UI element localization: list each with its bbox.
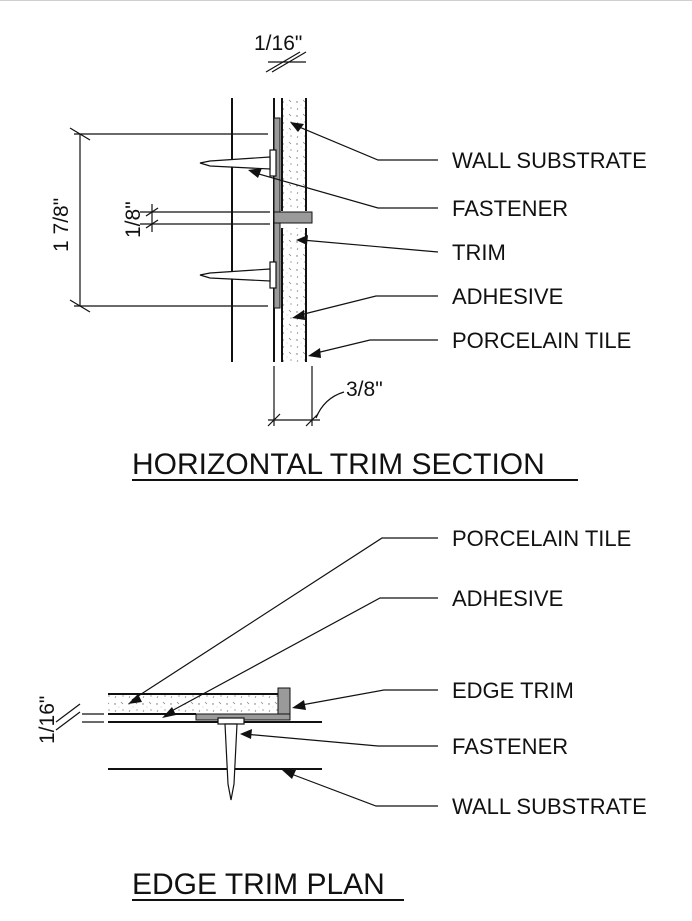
plan-tile bbox=[108, 694, 284, 714]
label-fastener: FASTENER bbox=[452, 196, 568, 221]
dim-tile-tick-2 bbox=[305, 413, 319, 427]
plan-leader-adhesive bbox=[165, 597, 438, 715]
adhesive-upper bbox=[282, 98, 306, 211]
leader-porcelain-tile bbox=[311, 339, 438, 355]
arrow-porcelain-tile bbox=[308, 348, 321, 358]
section-title: HORIZONTAL TRIM SECTION bbox=[132, 448, 545, 481]
plan-arrow-adhesive bbox=[162, 707, 176, 718]
horizontal-trim-section: 1/16" 1 7/8" 1/8" 3/8" bbox=[50, 32, 647, 481]
plan-leader-wall-substrate bbox=[285, 771, 438, 807]
plan-title: EDGE TRIM PLAN bbox=[132, 868, 385, 901]
plan-arrow-fastener bbox=[240, 729, 252, 739]
plan-edge-trim-upright bbox=[277, 687, 291, 715]
arrow-trim bbox=[296, 235, 308, 245]
label-wall-substrate: WALL SUBSTRATE bbox=[452, 148, 647, 173]
adhesive-lower bbox=[282, 228, 306, 362]
label-adhesive: ADHESIVE bbox=[452, 284, 563, 309]
fastener-upper bbox=[199, 149, 277, 177]
dim-tile-tick-1 bbox=[267, 413, 281, 427]
arrow-adhesive bbox=[292, 310, 305, 320]
label-trim: TRIM bbox=[452, 240, 506, 265]
plan-arrow-wall-substrate bbox=[282, 770, 296, 779]
plan-label-edge-trim: EDGE TRIM bbox=[452, 678, 574, 703]
dim-overall-height-label: 1 7/8" bbox=[50, 198, 73, 252]
plan-label-adhesive: ADHESIVE bbox=[452, 586, 563, 611]
arrow-fastener bbox=[248, 168, 262, 178]
arrow-wall-substrate bbox=[290, 122, 304, 132]
dim-top-gap-label: 1/16" bbox=[254, 32, 302, 55]
plan-arrow-porcelain-tile bbox=[128, 694, 142, 704]
plan-leader-edge-trim bbox=[295, 689, 438, 707]
plan-label-fastener: FASTENER bbox=[452, 734, 568, 759]
dim-tile-thickness-label: 3/8" bbox=[346, 378, 383, 401]
leader-fastener bbox=[251, 171, 438, 209]
plan-label-wall-substrate: WALL SUBSTRATE bbox=[452, 794, 647, 819]
plan-label-porcelain-tile: PORCELAIN TILE bbox=[452, 526, 631, 551]
dim-trim-gap-label: 1/8" bbox=[122, 201, 145, 238]
plan-arrow-edge-trim bbox=[292, 700, 306, 710]
plan-leader-fastener bbox=[243, 733, 438, 747]
plan-dim-tick-2 bbox=[55, 711, 81, 731]
plan-fastener bbox=[217, 717, 245, 801]
edge-trim-plan: 1/16" PORCELAIN TILE ADHESIVE EDGE TRIM … bbox=[36, 526, 647, 901]
top-border bbox=[0, 0, 692, 1]
fastener-lower bbox=[199, 261, 277, 289]
plan-dim-gap-label: 1/16" bbox=[36, 696, 59, 744]
label-porcelain-tile: PORCELAIN TILE bbox=[452, 328, 631, 353]
dim-tile-leader bbox=[315, 391, 345, 419]
plan-dim-tick-1 bbox=[55, 703, 81, 723]
plan-leader-porcelain-tile bbox=[131, 537, 438, 701]
leader-wall-substrate bbox=[291, 123, 438, 161]
leader-adhesive bbox=[295, 295, 438, 317]
leader-trim bbox=[301, 239, 439, 253]
trim-leg bbox=[273, 211, 313, 224]
